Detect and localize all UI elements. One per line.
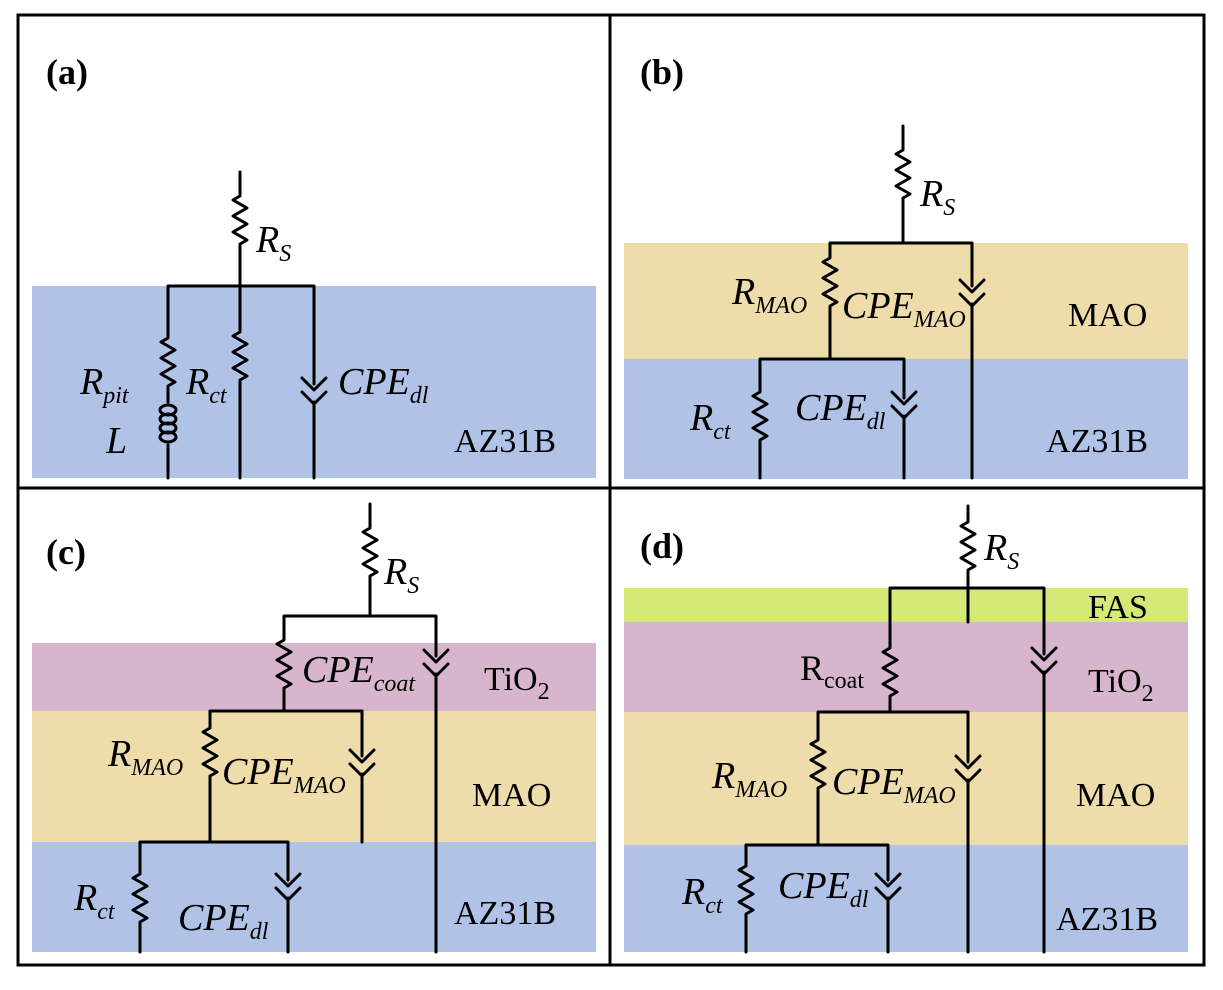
layer-az31b [624,359,1188,479]
layer-name-az31b: AZ31B [1046,423,1148,460]
label-cpecoat: CPEcoat [302,649,416,697]
panel-c: (c) RS CPEcoat RMAO CPEMAO Rct CPEdl TiO… [32,502,596,954]
layer-name-az31b: AZ31B [1056,901,1158,938]
label-rpit: Rpit [79,361,130,409]
layer-az31b [32,842,596,952]
panel-label: (c) [46,532,86,572]
layer-name-mao: MAO [1076,777,1155,814]
layer-fas [624,588,1188,622]
label-cpedl: CPEdl [178,897,269,945]
panel-b: (b) RS RMAO CPEMAO Rct CPEdl MAO AZ31B [624,52,1188,480]
layer-mao [624,243,1188,359]
layer-mao [32,711,596,842]
label-rmao: RMAO [711,755,787,803]
layer-name-mao: MAO [1068,297,1147,334]
inductor-icon [158,403,178,444]
label-rs: RS [919,173,955,221]
label-rs: RS [983,527,1019,575]
label-rct: Rct [185,361,228,409]
wire [131,502,450,954]
label-rs: RS [255,219,291,267]
label-rct: Rct [73,877,116,925]
label-cpemao: CPEMAO [832,761,956,809]
label-rcoat: Rcoat [800,648,864,694]
layer-name-tio2: TiO2 [1088,663,1154,707]
wire [159,170,328,480]
panel-a: (a) RS Rpit L Rct CPEdl AZ31B [32,52,596,480]
label-cpemao: CPEMAO [842,285,966,333]
panel-d: (d) RS Rcoat RMAO CPEMAO Rct CPEdl FAS T… [624,504,1188,954]
layer-name-fas: FAS [1088,589,1148,626]
label-cpedl: CPEdl [778,865,869,913]
label-rs: RS [383,551,419,599]
layer-name-tio2: TiO2 [484,661,550,705]
label-rct: Rct [681,871,724,919]
label-rmao: RMAO [107,733,183,781]
label-cpemao: CPEMAO [222,751,346,799]
panel-label: (a) [46,52,88,92]
layer-tio2 [624,622,1188,712]
figure-frame [16,13,1206,967]
wire [737,504,1058,954]
layer-az31b [624,845,1188,952]
label-cpedl: CPEdl [795,387,886,435]
layer-mao [624,712,1188,845]
label-cpedl: CPEdl [338,361,429,409]
panel-label: (d) [640,526,684,566]
layer-tio2 [32,643,596,711]
layer-name-az31b: AZ31B [454,423,556,460]
label-rct: Rct [689,397,732,445]
label-rmao: RMAO [731,271,807,319]
label-l: L [105,420,127,462]
layer-name-az31b: AZ31B [454,895,556,932]
wire [751,124,986,480]
panel-label: (b) [640,52,684,92]
layer-name-mao: MAO [472,777,551,814]
